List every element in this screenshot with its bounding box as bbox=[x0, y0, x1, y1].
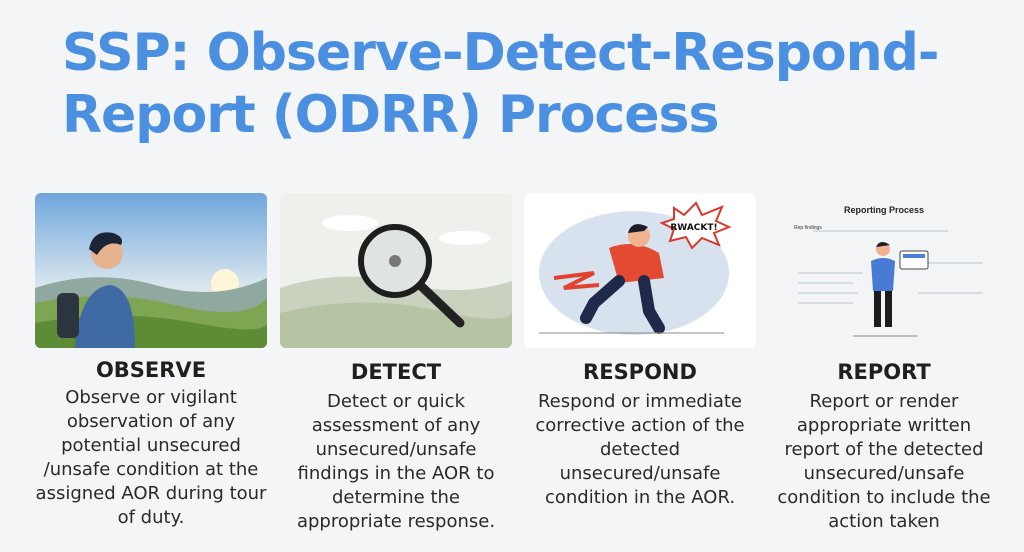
respond-illustration: RWACKT! bbox=[524, 193, 756, 348]
detect-illustration bbox=[280, 193, 512, 348]
step-description: Report or render appropriate written rep… bbox=[777, 391, 991, 532]
step-observe: OBSERVE Observe or vigilant observation … bbox=[35, 193, 267, 530]
step-description: Detect or quick assessment of any unsecu… bbox=[296, 391, 496, 532]
page-title: SSP: Observe-Detect-Respond-Report (ODRR… bbox=[62, 23, 939, 145]
step-description: Respond or immediate corrective action o… bbox=[535, 391, 745, 508]
step-label: DETECT bbox=[350, 360, 442, 384]
illustration-title: Reporting Process bbox=[843, 205, 925, 215]
step-respond: RWACKT! RESPOND Respond or immediate cor… bbox=[524, 193, 756, 510]
step-label: OBSERVE bbox=[95, 358, 207, 382]
step-detect: DETECT Detect or quick assessment of any… bbox=[280, 193, 512, 534]
sound-effect-text: RWACKT! bbox=[670, 223, 717, 233]
step-description: Observe or vigilant observation of any p… bbox=[35, 387, 267, 528]
step-report: Reporting Process Rep findings REPORT Re… bbox=[768, 193, 1000, 534]
step-label: RESPOND bbox=[583, 360, 697, 384]
step-label: REPORT bbox=[837, 360, 931, 384]
illustration-caption: Rep findings bbox=[794, 225, 822, 231]
observe-illustration bbox=[35, 193, 267, 348]
report-illustration: Reporting Process Rep findings bbox=[768, 193, 1000, 348]
